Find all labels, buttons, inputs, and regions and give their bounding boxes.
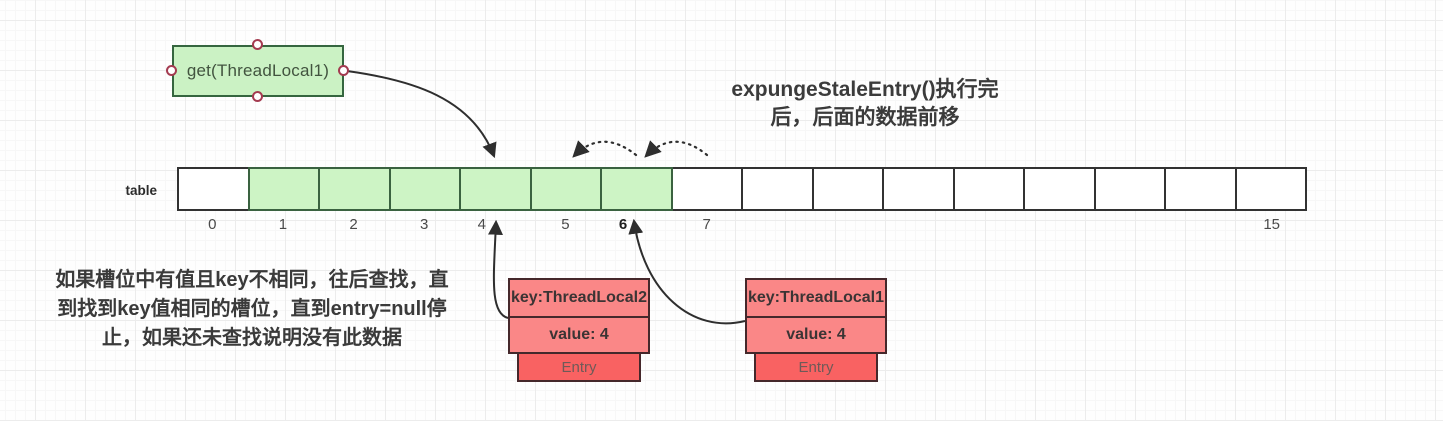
connection-handle-left[interactable] <box>166 65 177 76</box>
table-index-label: 3 <box>420 216 429 233</box>
entry-footer-label: Entry <box>754 352 878 382</box>
table-index-label <box>1095 216 1166 236</box>
table-index-label <box>1166 216 1237 236</box>
table-cell-3[interactable] <box>388 167 461 211</box>
entry-key-label: key:ThreadLocal2 <box>508 278 650 318</box>
table-cell-8[interactable] <box>741 167 814 211</box>
table-index-label: 7 <box>702 216 711 233</box>
entry-node-threadlocal1[interactable]: key:ThreadLocal1 value: 4 Entry <box>745 278 887 382</box>
dotted-move-arrow-slot7-to-slot6[interactable] <box>644 140 709 158</box>
arrow-get-to-slot4[interactable] <box>346 70 497 159</box>
table-cell-15[interactable] <box>1234 167 1307 211</box>
entry-value-label: value: 4 <box>745 316 887 354</box>
table-cell-7[interactable] <box>670 167 743 211</box>
title-text: expungeStaleEntry()执行完 后，后面的数据前移 <box>690 76 1040 132</box>
table-index-label: 2 <box>349 216 358 233</box>
get-threadlocal-label: get(ThreadLocal1) <box>186 61 330 80</box>
connection-handle-bottom[interactable] <box>252 91 263 102</box>
entry-key-label: key:ThreadLocal1 <box>745 278 887 318</box>
note-line-3: 止，如果还未查找说明没有此数据 <box>102 327 402 349</box>
table-index-row: 0 1 2 3 4 5 6 7 15 <box>177 216 1307 236</box>
table-cell-12[interactable] <box>1023 167 1096 211</box>
table-cell-6[interactable] <box>600 167 673 211</box>
entry-node-threadlocal2[interactable]: key:ThreadLocal2 value: 4 Entry <box>508 278 650 382</box>
table-index-label <box>813 216 884 236</box>
dotted-move-arrow-slot6-to-slot5[interactable] <box>572 140 638 158</box>
table-label: table <box>125 183 157 198</box>
table-index-label: 0 <box>208 216 217 233</box>
note-text: 如果槽位中有值且key不相同，往后查找，直 到找到key值相同的槽位，直到ent… <box>36 266 468 353</box>
table-cell-5[interactable] <box>529 167 602 211</box>
table-cell-14[interactable] <box>1164 167 1237 211</box>
table-cell-1[interactable] <box>247 167 320 211</box>
note-line-2: 到找到key值相同的槽位，直到entry=null停 <box>57 298 447 320</box>
table-index-label: 15 <box>1263 216 1281 233</box>
table-index-label: 1 <box>278 216 288 233</box>
title-line-1: expungeStaleEntry()执行完 <box>731 78 999 101</box>
arrow-threadlocal2-to-slot4[interactable] <box>488 219 509 319</box>
table-cell-2[interactable] <box>318 167 391 211</box>
title-line-2: 后，后面的数据前移 <box>770 106 960 129</box>
table-index-label: 5 <box>561 216 570 233</box>
connection-handle-top[interactable] <box>252 39 263 50</box>
table-cell-9[interactable] <box>811 167 884 211</box>
entry-value-label: value: 4 <box>508 316 650 354</box>
table-cell-13[interactable] <box>1093 167 1166 211</box>
hash-table <box>177 167 1307 211</box>
table-index-label <box>742 216 813 236</box>
table-cell-11[interactable] <box>952 167 1025 211</box>
table-cell-4[interactable] <box>459 167 532 211</box>
table-index-label <box>883 216 954 236</box>
table-index-label <box>954 216 1025 236</box>
get-threadlocal-node[interactable]: get(ThreadLocal1) <box>172 45 344 97</box>
table-cell-10[interactable] <box>882 167 955 211</box>
connection-handle-right[interactable] <box>338 65 349 76</box>
table-cell-0[interactable] <box>177 167 250 211</box>
note-line-1: 如果槽位中有值且key不相同，往后查找，直 <box>55 269 449 291</box>
arrow-threadlocal1-to-slot6[interactable] <box>628 218 746 325</box>
table-index-label <box>1025 216 1096 236</box>
entry-footer-label: Entry <box>517 352 641 382</box>
table-index-label: 6 <box>618 216 628 233</box>
table-index-label: 4 <box>477 216 486 233</box>
